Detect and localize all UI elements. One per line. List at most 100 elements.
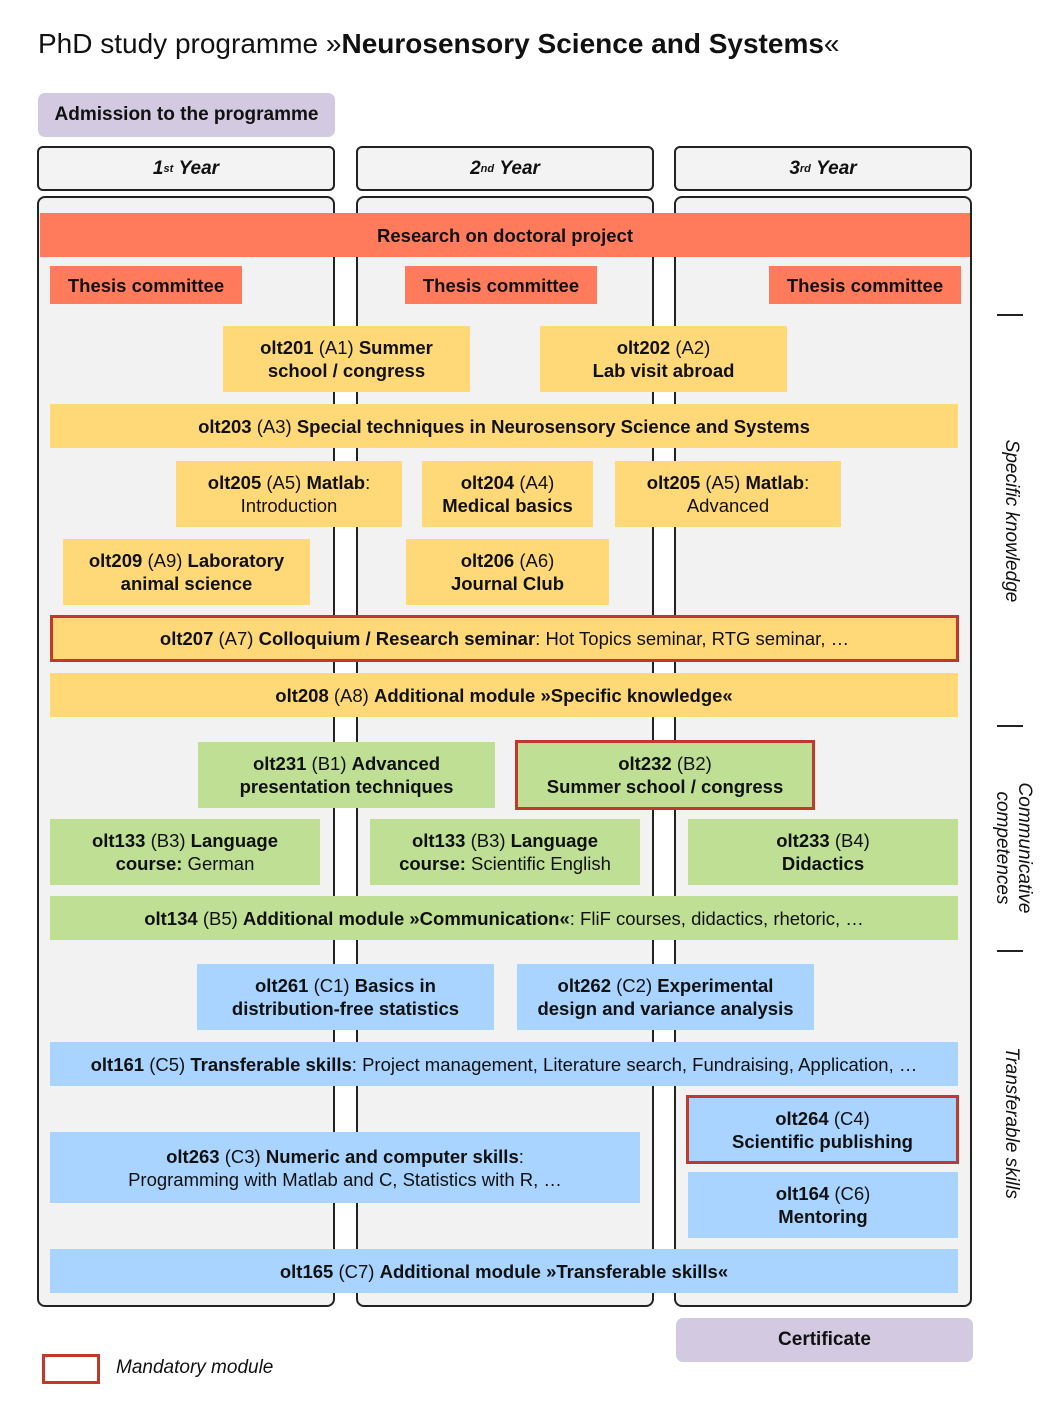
module-a5b-line1: olt205 (A5) Matlab: [647,471,809,494]
module-id: (B1) [311,753,347,774]
module-id: (C6) [834,1183,871,1204]
module-name: Summer [358,337,433,358]
module-c2-line1: olt262 (C2) Experimental [558,974,774,997]
module-a5a-line1: olt205 (A5) Matlab: [208,471,370,494]
module-code: olt134 [144,907,198,929]
module-a7-line1: olt207 (A7) Colloquium / Research semina… [160,627,849,650]
section-divider-specific-communicative [997,725,1023,727]
module-a9-line1: olt209 (A9) Laboratory [89,549,284,572]
module-id: (C5) [149,1053,186,1075]
module-a9-line2: animal science [120,573,253,594]
module-id: (C4) [833,1107,870,1129]
thesis-committee-label: Thesis committee [422,274,580,296]
certificate-label: Certificate [778,1329,871,1350]
side-label-specific: Specific knowledge [998,421,1022,621]
module-colon: : [365,472,371,493]
module-id: (A9) [147,550,183,571]
year-1-word: Year [178,157,220,179]
module-b1-line2: presentation techniques [239,776,454,797]
module-c4: olt264 (C4) Scientific publishing [686,1095,959,1164]
module-id: (A5) [266,472,302,493]
thesis-committee-year-1: Thesis committee [50,266,242,304]
side-label-communicative-line1: Communicative [1014,782,1035,914]
module-id: (A1) [318,337,354,358]
module-name: Advanced [351,753,441,774]
module-code: olt233 [776,830,830,851]
module-b4-line1: olt233 (B4) [776,829,870,852]
module-a6-line2: Journal Club [450,573,565,594]
module-a1-line1: olt201 (A1) Summer [260,336,433,359]
module-a4-line2: Medical basics [442,495,573,516]
module-code: olt262 [557,975,611,996]
title-prefix: PhD study programme » [38,28,342,59]
module-code: olt232 [618,753,672,774]
module-code: olt207 [159,628,214,649]
module-c7: olt165 (C7) Additional module »Transfera… [50,1249,958,1293]
module-code: olt204 [460,472,515,493]
module-b2-line1: olt232 (B2) [618,752,712,775]
module-id: (A8) [333,684,369,706]
module-a4: olt204 (A4) Medical basics [422,461,593,527]
module-c2: olt262 (C2) Experimental design and vari… [517,964,814,1030]
legend-mandatory-swatch [42,1354,100,1384]
year-1-sup: st [163,162,174,175]
section-divider-top [997,314,1023,316]
module-c6-line2: Mentoring [778,1206,868,1227]
module-name: Laboratory [187,550,285,571]
module-id: (A2) [675,337,711,358]
module-b3b-line2: course: Scientific English [399,852,611,875]
module-c4-line2: Scientific publishing [732,1130,913,1152]
module-c1-line1: olt261 (C1) Basics in [255,974,436,997]
module-name: Additional module »Specific knowledge« [373,684,733,706]
module-code: olt231 [252,753,307,774]
module-b3-english: olt133 (B3) Language course: Scientific … [370,819,640,885]
module-b4: olt233 (B4) Didactics [688,819,958,885]
side-label-transferable: Transferable skills [998,1023,1022,1223]
module-code: olt165 [279,1260,334,1282]
module-b3a-line1: olt133 (B3) Language [92,829,278,852]
module-code: olt201 [260,337,314,358]
module-id: (B3) [150,830,186,851]
module-name: Language [510,830,599,851]
module-id: (B3) [470,830,506,851]
module-code: olt133 [91,830,146,851]
module-code: olt261 [255,975,309,996]
module-id: (C1) [313,975,350,996]
admission-label: Admission to the programme [54,104,319,125]
title-name: Neurosensory Science and Systems [341,28,824,59]
module-id: (A3) [256,415,292,437]
module-b3-german: olt133 (B3) Language course: German [50,819,320,885]
module-c1-line2: distribution-free statistics [231,998,460,1019]
module-a6-line1: olt206 (A6) [461,549,555,572]
module-code: olt203 [198,415,252,437]
module-id: (A4) [519,472,555,493]
module-a8-line1: olt208 (A8) Additional module »Specific … [275,684,732,707]
module-name: Additional module »Communication« [242,907,570,929]
module-rest: : Project management, Literature search,… [351,1053,918,1075]
module-id: (A6) [519,550,555,571]
module-b3a-line2: course: German [116,852,255,875]
year-3-sup: rd [799,162,811,175]
module-a3: olt203 (A3) Special techniques in Neuros… [50,404,958,448]
module-id: (A5) [705,472,741,493]
module-a1: olt201 (A1) Summer school / congress [223,326,470,392]
page-title: PhD study programme »Neurosensory Scienc… [38,28,840,60]
module-name: Language [190,830,279,851]
module-code: olt263 [166,1145,220,1167]
module-c3-line1: olt263 (C3) Numeric and computer skills: [166,1145,524,1168]
module-a5-introduction: olt205 (A5) Matlab: Introduction [176,461,402,527]
module-name: Transferable skills [190,1053,352,1075]
module-rest: : Hot Topics seminar, RTG seminar, … [535,628,850,649]
module-a5-advanced: olt205 (A5) Matlab: Advanced [615,461,841,527]
module-c5-line1: olt161 (C5) Transferable skills: Project… [91,1053,918,1076]
module-a2-line1: olt202 (A2) [617,336,711,359]
module-name: Numeric and computer skills [265,1145,519,1167]
module-name: Matlab [745,472,805,493]
year-3-num: 3 [789,157,800,179]
module-name: Additional module »Transferable skills« [379,1260,729,1282]
module-name: Matlab [306,472,366,493]
module-a7: olt207 (A7) Colloquium / Research semina… [50,615,959,662]
